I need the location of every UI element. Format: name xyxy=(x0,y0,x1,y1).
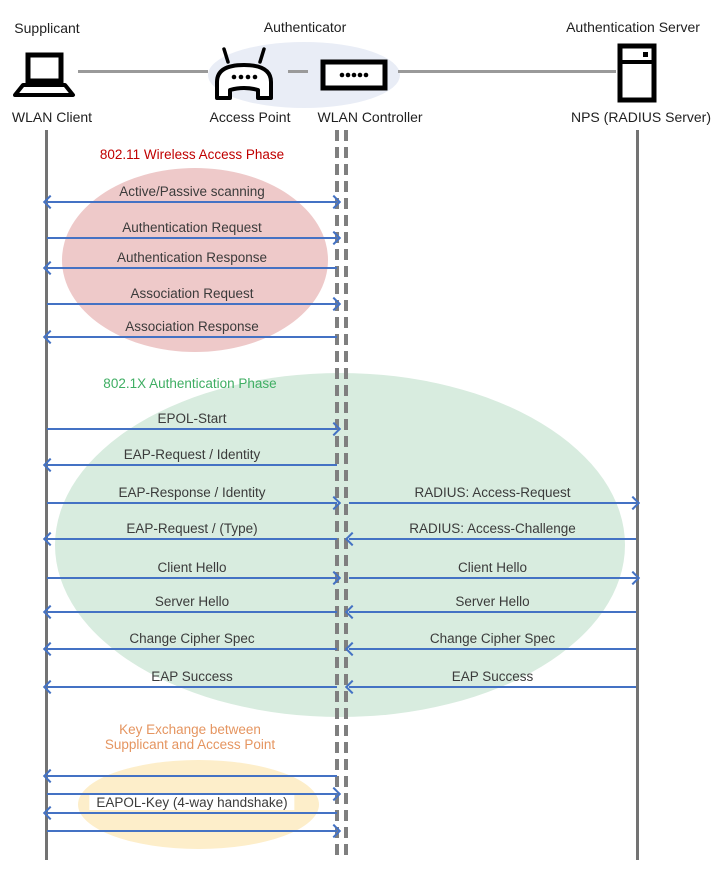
lifeline-authenticator-right xyxy=(344,130,348,860)
message-server-hello-left: Server Hello xyxy=(42,594,337,620)
message-label: EAP-Request / (Type) xyxy=(126,521,258,536)
role-supplicant: Supplicant xyxy=(14,20,80,36)
message-server-hello-right: Server Hello xyxy=(344,594,636,620)
message-association-response: Association Response xyxy=(42,319,337,345)
message-authentication-response: Authentication Response xyxy=(42,250,337,276)
phase1-title: 802.11 Wireless Access Phase xyxy=(99,147,285,162)
message-label: Client Hello xyxy=(157,560,227,575)
node-nps-radius: NPS (RADIUS Server) xyxy=(570,109,712,125)
message-eap-request-identity: EAP-Request / Identity xyxy=(42,447,337,473)
message-label: EPOL-Start xyxy=(157,411,227,426)
message-client-hello-left: Client Hello xyxy=(47,560,342,586)
lifeline-authenticator-left xyxy=(335,130,339,860)
message-label: Server Hello xyxy=(154,594,230,609)
message-label: RADIUS: Access-Request xyxy=(414,485,571,500)
message-label: EAP-Response / Identity xyxy=(118,485,266,500)
message-label: EAP Success xyxy=(451,669,534,684)
server-icon xyxy=(617,43,657,103)
message-epol-start: EPOL-Start xyxy=(47,411,342,437)
role-authenticator: Authenticator xyxy=(263,19,347,35)
message-eap-success-left: EAP Success xyxy=(42,669,337,695)
message-change-cipher-spec-left: Change Cipher Spec xyxy=(42,631,337,657)
message-label: RADIUS: Access-Challenge xyxy=(409,521,576,536)
wlan-controller-icon xyxy=(320,59,388,91)
phase3-title-line1: Key Exchange between xyxy=(119,722,261,737)
laptop-icon xyxy=(13,52,75,97)
message-active-passive-scanning: Active/Passive scanning xyxy=(42,184,342,210)
message-label: Client Hello xyxy=(457,560,528,575)
message-client-hello-right: Client Hello xyxy=(349,560,641,586)
message-label: Change Cipher Spec xyxy=(429,631,556,646)
role-authentication-server: Authentication Server xyxy=(566,19,700,35)
message-authentication-request: Authentication Request xyxy=(47,220,342,246)
message-label: Association Request xyxy=(130,286,254,301)
connector-line xyxy=(78,70,208,73)
node-wlan-controller: WLAN Controller xyxy=(317,109,423,125)
phase2-title: 802.1X Authentication Phase xyxy=(103,376,277,391)
node-wlan-client: WLAN Client xyxy=(11,109,93,125)
message-handshake-1 xyxy=(42,768,337,784)
message-label: EAP-Request / Identity xyxy=(123,447,261,462)
message-radius-access-challenge: RADIUS: Access-Challenge xyxy=(344,521,636,547)
message-change-cipher-spec-right: Change Cipher Spec xyxy=(344,631,636,657)
message-handshake-2 xyxy=(47,786,342,802)
message-handshake-4 xyxy=(47,823,342,839)
message-label: Authentication Request xyxy=(122,220,262,235)
message-association-request: Association Request xyxy=(47,286,342,312)
phase3-title: Key Exchange between Supplicant and Acce… xyxy=(105,722,275,752)
message-eap-response-identity: EAP-Response / Identity xyxy=(47,485,342,511)
message-label: Association Response xyxy=(125,319,259,334)
lifeline-wlan-client xyxy=(45,130,48,860)
message-eap-success-right: EAP Success xyxy=(344,669,636,695)
phase1-ellipse xyxy=(62,168,328,352)
phase3-title-line2: Supplicant and Access Point xyxy=(104,737,276,752)
message-label: EAP Success xyxy=(151,669,233,684)
message-radius-access-request: RADIUS: Access-Request xyxy=(349,485,641,511)
message-label: Active/Passive scanning xyxy=(119,184,265,199)
message-label: Change Cipher Spec xyxy=(129,631,255,646)
message-label: Authentication Response xyxy=(116,250,268,265)
access-point-icon xyxy=(215,47,273,100)
node-access-point: Access Point xyxy=(209,109,291,125)
message-eapol-key: EAPOL-Key (4-way handshake) xyxy=(42,795,337,821)
message-eap-request-type: EAP-Request / (Type) xyxy=(42,521,337,547)
connector-line xyxy=(288,70,308,73)
connector-line xyxy=(398,70,616,73)
phase2-ellipse xyxy=(55,373,625,717)
lifeline-radius-server xyxy=(636,130,639,860)
message-label: EAPOL-Key (4-way handshake) xyxy=(89,795,295,810)
message-label: Server Hello xyxy=(455,594,530,609)
